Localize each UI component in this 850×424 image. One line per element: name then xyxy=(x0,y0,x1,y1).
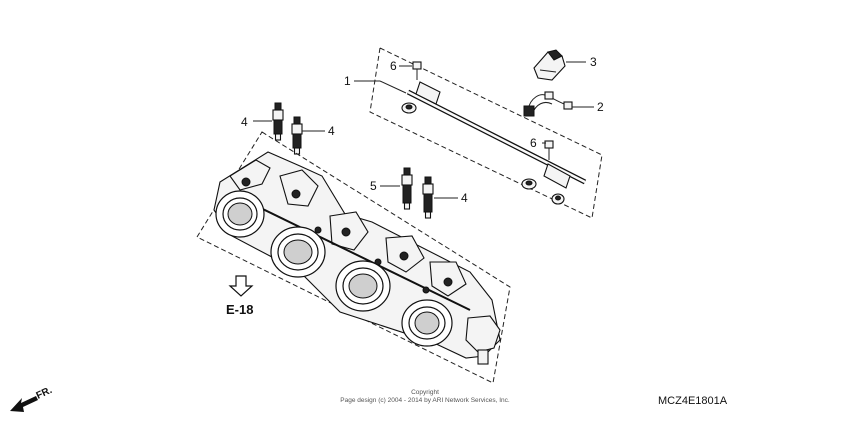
fuel-rail[interactable] xyxy=(406,81,587,189)
callout-1: 1 xyxy=(344,74,351,88)
copyright-line-1: Copyright xyxy=(411,389,439,396)
injector[interactable] xyxy=(401,167,413,210)
sub-harness[interactable] xyxy=(523,91,573,117)
callout-3: 3 xyxy=(590,55,597,69)
front-label: FR. xyxy=(35,385,54,402)
bolt[interactable] xyxy=(412,61,422,80)
throttle-bore xyxy=(270,226,326,278)
callout-6-upper: 6 xyxy=(390,59,397,73)
callout-5: 5 xyxy=(370,179,377,193)
fuel-rail-group-outline xyxy=(369,47,603,219)
front-direction-indicator: FR. xyxy=(10,385,54,412)
callout-4-center: 4 xyxy=(328,124,335,138)
fuel-rail-group xyxy=(369,47,603,219)
throttle-body[interactable] xyxy=(213,151,501,365)
connector-clip[interactable] xyxy=(533,49,566,81)
callout-6-lower: 6 xyxy=(530,136,537,150)
callout-4-right: 4 xyxy=(461,191,468,205)
throttle-body-group xyxy=(196,131,511,384)
throttle-sensor[interactable] xyxy=(465,315,501,365)
front-arrow-icon xyxy=(10,396,38,412)
down-arrow-icon xyxy=(228,275,254,297)
injector[interactable] xyxy=(291,116,303,155)
leader-lines xyxy=(253,61,594,199)
bolt[interactable] xyxy=(544,140,554,160)
throttle-bore xyxy=(335,260,391,312)
diagram-code: MCZ4E1801A xyxy=(658,395,728,407)
injector[interactable] xyxy=(272,102,284,141)
callout-2: 2 xyxy=(597,100,604,114)
copyright-line-2: Page design (c) 2004 - 2014 by ARI Netwo… xyxy=(340,397,510,404)
fuel-rail-fitting[interactable] xyxy=(521,178,537,190)
reference-link[interactable]: E-18 xyxy=(226,275,254,317)
throttle-bore xyxy=(401,299,453,347)
fuel-rail-fitting[interactable] xyxy=(551,193,565,205)
reference-label: E-18 xyxy=(226,302,253,317)
throttle-bore xyxy=(215,190,265,238)
injector[interactable] xyxy=(422,176,434,219)
fuel-rail-fitting[interactable] xyxy=(401,102,417,114)
callout-4-left: 4 xyxy=(241,115,248,129)
